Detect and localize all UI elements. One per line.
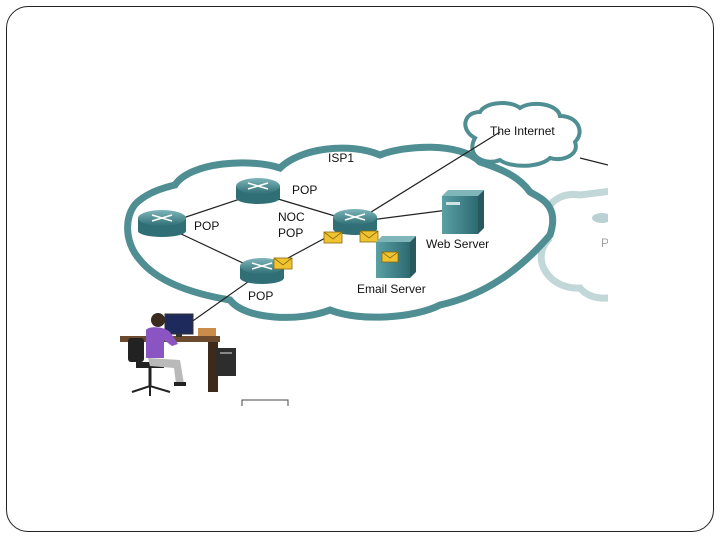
- envelope-icon: [323, 231, 343, 244]
- router-pop-top: [236, 178, 280, 204]
- web-server-icon: [442, 190, 484, 234]
- email-server-label: Email Server: [357, 282, 426, 296]
- email-server-icon: [376, 236, 416, 278]
- noc-label-line2: POP: [278, 226, 303, 240]
- router-pop-top-label: POP: [292, 183, 317, 197]
- router-noc: [333, 209, 377, 235]
- network-diagram: P ISP1 The Internet POP POP POP: [80, 100, 608, 406]
- router-pop-bottom-label: POP: [248, 289, 273, 303]
- noc-label-line1: NOC: [278, 210, 305, 224]
- router-pop-left: [138, 210, 186, 237]
- isp-cloud-label: ISP1: [328, 151, 354, 165]
- internet-cloud-label: The Internet: [490, 124, 555, 138]
- user-at-desk-icon: [120, 313, 236, 396]
- router-pop-left-label: POP: [194, 219, 219, 233]
- internet-cloud: [463, 101, 582, 168]
- web-server-label: Web Server: [426, 237, 489, 251]
- router-pop-bottom: [240, 258, 284, 284]
- envelope-icon: [273, 257, 293, 270]
- envelope-icon: [359, 230, 379, 243]
- bottom-tab-decoration: [241, 399, 289, 406]
- partial-router-label: P: [601, 236, 608, 250]
